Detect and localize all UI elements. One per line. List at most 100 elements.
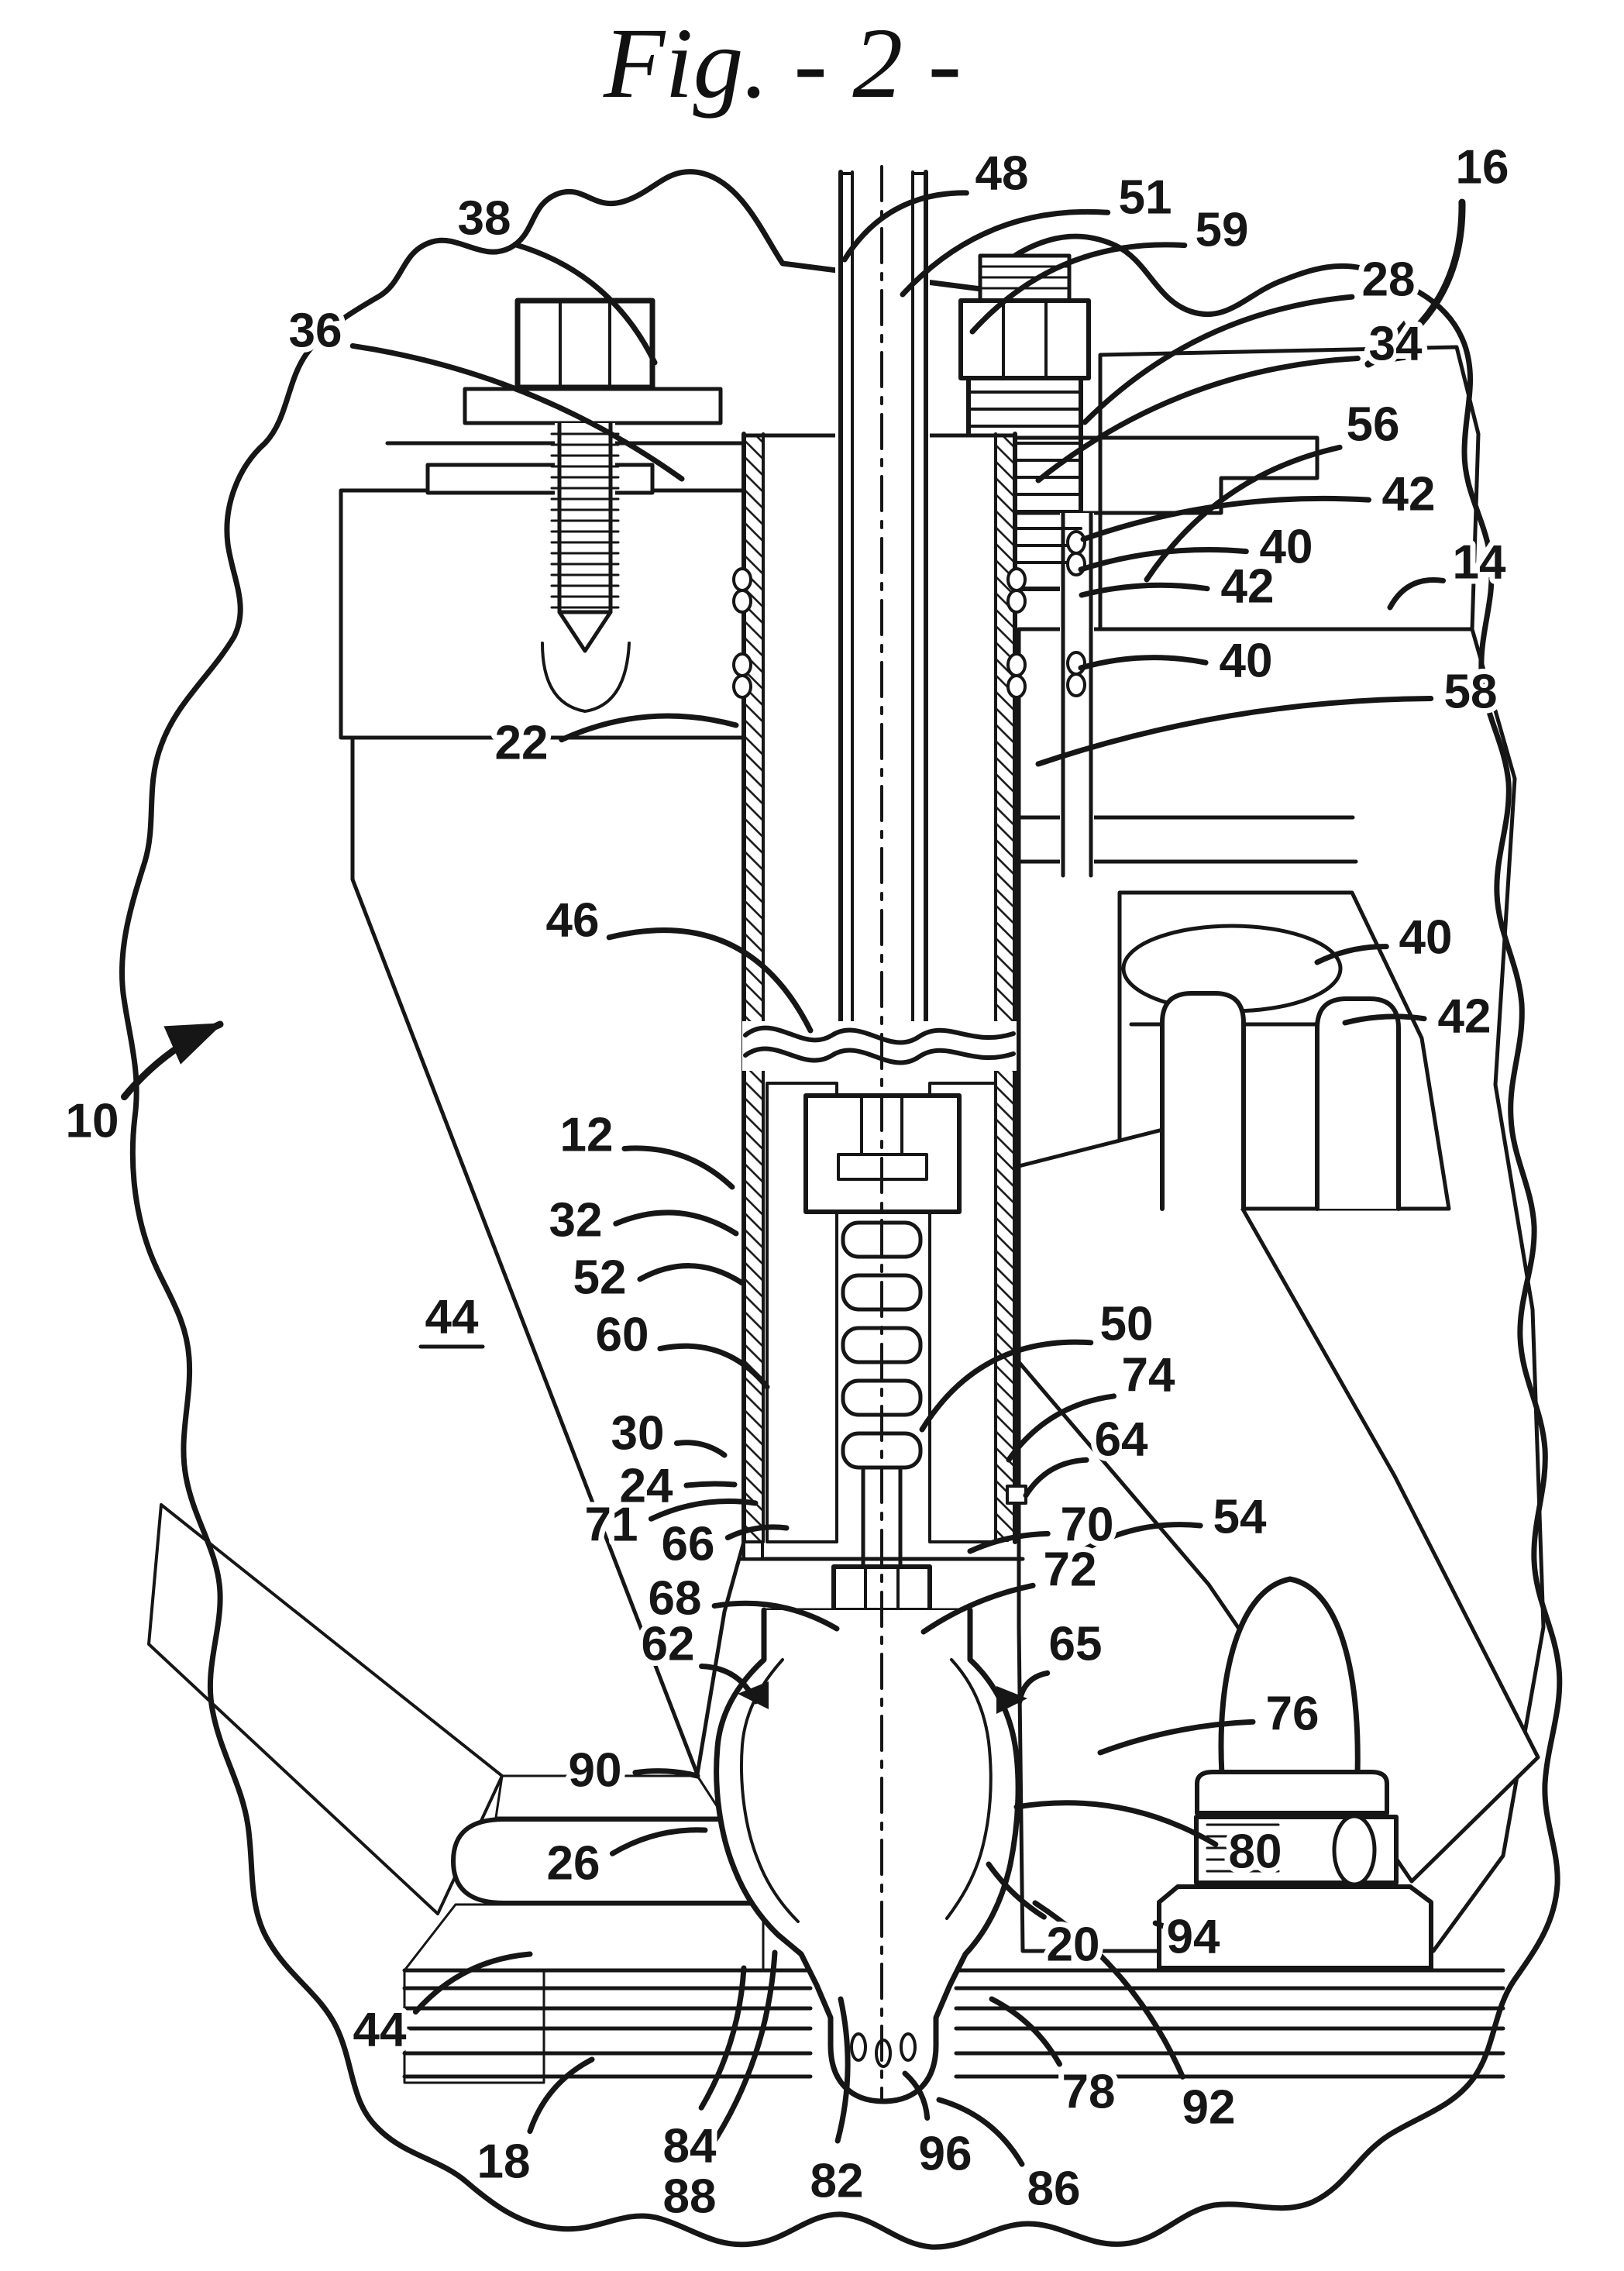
fork-prong-left xyxy=(1160,991,1246,1211)
o-ring xyxy=(732,674,752,699)
right-head-mass xyxy=(1017,627,1546,1953)
leader-70 xyxy=(967,1530,1051,1554)
leader-92 xyxy=(1032,1900,1185,2080)
holder-body-band-right xyxy=(928,1082,997,1543)
leader-78 xyxy=(989,1996,1062,2067)
ref-label-60: 60 xyxy=(596,1309,649,1362)
ref-label-20: 20 xyxy=(1047,1918,1100,1972)
ref-label-59: 59 xyxy=(1196,204,1249,257)
plug-cap-plate xyxy=(1195,1770,1389,1815)
leader-88 xyxy=(700,1949,778,2162)
leader-24 xyxy=(683,1481,738,1488)
leader-54 xyxy=(1079,1522,1203,1554)
ref-label-65: 65 xyxy=(1049,1618,1103,1671)
leader-40 xyxy=(1078,655,1209,671)
ref-label-94: 94 xyxy=(1167,1911,1220,1964)
leader-72 xyxy=(920,1582,1036,1635)
o-ring xyxy=(732,589,752,614)
ref-label-68: 68 xyxy=(649,1572,702,1626)
ref-label-36: 36 xyxy=(289,305,342,358)
leader-96 xyxy=(902,2070,931,2121)
lower-left-wedge xyxy=(147,1503,504,1915)
plug-port-hole xyxy=(1332,1814,1377,1887)
o-ring xyxy=(1066,530,1086,555)
leader-40 xyxy=(1314,944,1389,965)
fuel-channel-26 xyxy=(451,1817,766,1905)
leader-36 xyxy=(349,342,685,482)
leader-94 xyxy=(1152,1920,1167,1929)
leader-82 xyxy=(834,1996,851,2144)
ref-label-90: 90 xyxy=(569,1744,622,1798)
leader-46 xyxy=(606,927,814,1034)
ref-label-28: 28 xyxy=(1362,253,1416,307)
leader-51 xyxy=(900,208,1111,298)
ref-label-78: 78 xyxy=(1062,2066,1116,2119)
o-ring xyxy=(1006,652,1027,677)
plug-seat-94 xyxy=(1157,1884,1433,1970)
seal-ring-left-30 xyxy=(742,1540,764,1560)
leader-lines-layer xyxy=(120,190,1466,2167)
seal-wedge-right-65 xyxy=(996,1686,1027,1714)
leader-12 xyxy=(621,1145,735,1190)
o-ring xyxy=(1006,674,1027,699)
leader-26 xyxy=(609,1827,708,1856)
glow-plug-assembly xyxy=(1157,1576,1433,1970)
ref-label-26: 26 xyxy=(547,1837,600,1891)
chamber-and-nozzle xyxy=(714,1607,1027,2104)
hold-down-bolt xyxy=(514,298,655,713)
ref-label-44: 44 xyxy=(353,2004,407,2057)
o-rings xyxy=(732,530,1086,699)
o-ring xyxy=(732,567,752,592)
ref-label-86: 86 xyxy=(1027,2163,1081,2216)
break-wave-bottom xyxy=(743,1046,1016,1065)
ref-label-70: 70 xyxy=(1061,1499,1114,1552)
ref-label-92: 92 xyxy=(1182,2081,1236,2135)
ref-label-24: 24 xyxy=(620,1460,673,1513)
leader-66 xyxy=(724,1524,790,1541)
leader-28 xyxy=(1082,294,1355,425)
ref-label-74: 74 xyxy=(1122,1349,1175,1402)
leader-14 xyxy=(1387,577,1447,611)
ref-label-40: 40 xyxy=(1220,635,1273,688)
leader-40 xyxy=(1078,546,1249,573)
break-wave-top xyxy=(743,1025,1016,1045)
leader-42 xyxy=(1079,582,1210,598)
leader-48 xyxy=(841,190,969,263)
ref-label-50: 50 xyxy=(1100,1298,1154,1351)
o-ring xyxy=(732,652,752,677)
ref-label-62: 62 xyxy=(642,1618,695,1671)
ref-label-54: 54 xyxy=(1213,1491,1267,1544)
leader-74 xyxy=(1006,1393,1117,1463)
tube-break xyxy=(742,1021,1017,1071)
ref-label-48: 48 xyxy=(975,147,1029,201)
break-mask xyxy=(742,1021,1017,1071)
ref-label-82: 82 xyxy=(810,2155,864,2208)
ref-label-12: 12 xyxy=(560,1109,614,1162)
leader-84 xyxy=(698,1965,747,2111)
o-ring xyxy=(1066,651,1086,676)
leader-76 xyxy=(1097,1719,1256,1756)
leader-68 xyxy=(711,1600,840,1632)
leader-86 xyxy=(936,2097,1025,2167)
ref-label-10: 10 xyxy=(66,1095,119,1148)
ref-label-44: 44 xyxy=(425,1291,479,1344)
washer-plate xyxy=(463,387,723,425)
clevis-t-slot xyxy=(837,1094,928,1181)
ref-label-71: 71 xyxy=(585,1499,638,1552)
leader-10 xyxy=(120,1020,224,1101)
leader-38 xyxy=(512,242,658,366)
bolt-tip xyxy=(557,610,613,653)
glow-plug-dome-76 xyxy=(1218,1576,1361,1777)
leader-16 xyxy=(1364,198,1466,368)
holder-body-band-left xyxy=(766,1082,838,1543)
ref-label-42: 42 xyxy=(1382,468,1436,521)
fork-prong-right xyxy=(1315,996,1401,1211)
seal-ring-right-64 xyxy=(1006,1485,1027,1505)
o-ring xyxy=(1066,673,1086,697)
leader-30 xyxy=(673,1440,728,1458)
sleeve-wall-left xyxy=(744,434,763,1542)
leader-20 xyxy=(986,1861,1047,1920)
figure-title: Fig. - 2 - xyxy=(603,8,962,119)
leader-42 xyxy=(1080,495,1371,542)
